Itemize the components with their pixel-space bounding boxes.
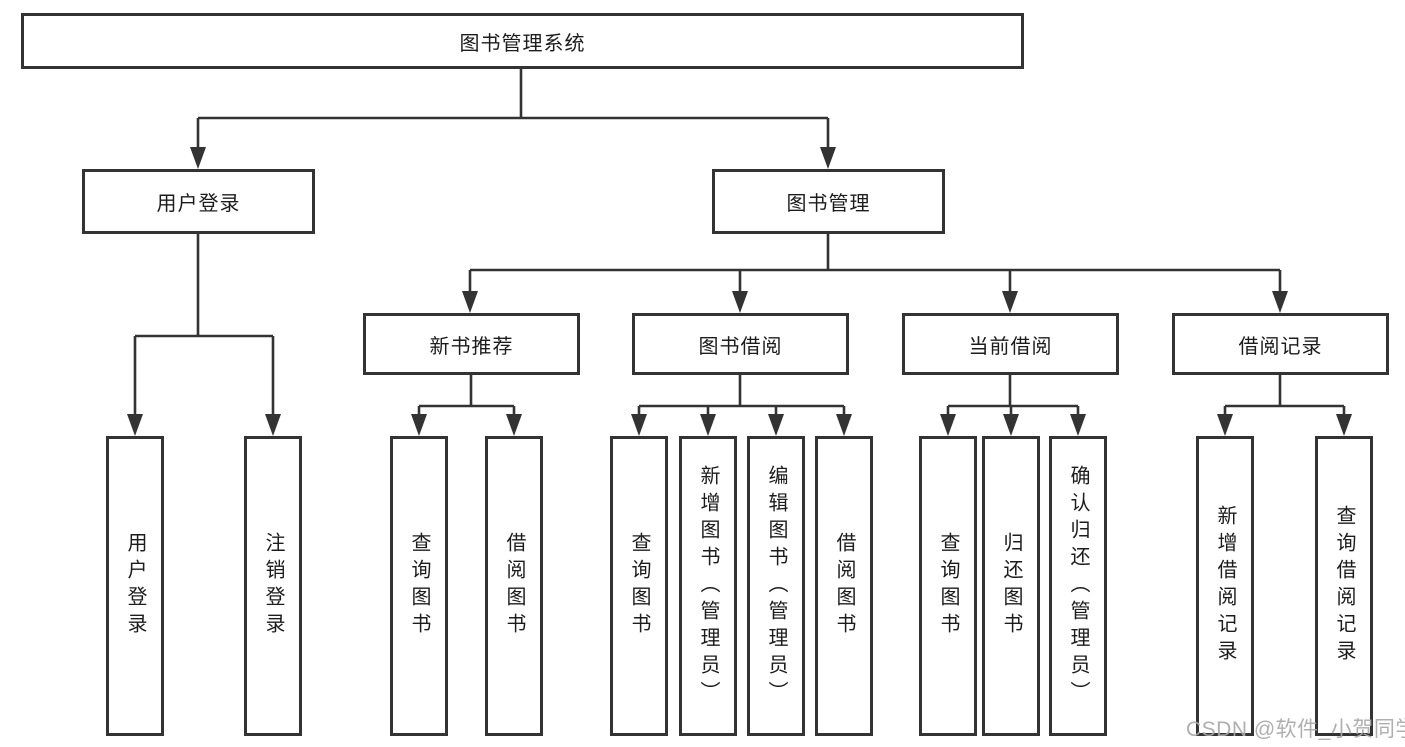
leaf-label: 确认归还（管理员）	[1067, 464, 1089, 708]
leaf-label: 查询图书	[937, 532, 959, 640]
arrowheads	[127, 147, 1352, 436]
leaf-label: 新增图书（管理员）	[697, 464, 719, 708]
node-book-management: 图书管理	[712, 169, 945, 234]
leaf-query-books-borrow: 查询图书	[610, 436, 668, 736]
node-library-management-system: 图书管理系统	[21, 13, 1024, 69]
node-book-borrowing: 图书借阅	[632, 313, 849, 375]
watermark-csdn: CSDN @软件_小贺同学	[1186, 718, 1405, 741]
leaf-add-borrow-record: 新增借阅记录	[1196, 436, 1254, 736]
leaf-borrow-books: 借阅图书	[815, 436, 873, 736]
leaf-label: 借阅图书	[833, 532, 855, 640]
leaf-label: 归还图书	[1000, 532, 1022, 640]
node-borrow-records: 借阅记录	[1172, 313, 1389, 375]
leaf-label: 借阅图书	[503, 532, 525, 640]
leaf-label: 查询借阅记录	[1333, 505, 1355, 667]
leaf-label: 新增借阅记录	[1214, 505, 1236, 667]
leaf-label: 编辑图书（管理员）	[765, 464, 787, 708]
leaf-logout: 注销登录	[244, 436, 302, 736]
node-user-login: 用户登录	[82, 169, 315, 234]
leaf-borrow-books-recommend: 借阅图书	[485, 436, 543, 736]
leaf-user-login: 用户登录	[106, 436, 164, 736]
node-new-book-recommend: 新书推荐	[363, 313, 580, 375]
leaf-confirm-return-admin: 确认归还（管理员）	[1049, 436, 1107, 736]
leaf-add-books-admin: 新增图书（管理员）	[679, 436, 737, 736]
leaf-return-books: 归还图书	[982, 436, 1040, 736]
node-current-borrowing: 当前借阅	[902, 313, 1119, 375]
leaf-label: 注销登录	[262, 532, 284, 640]
leaf-query-books-current: 查询图书	[919, 436, 977, 736]
leaf-label: 查询图书	[408, 532, 430, 640]
leaf-query-books-recommend: 查询图书	[390, 436, 448, 736]
leaf-label: 用户登录	[124, 532, 146, 640]
leaf-label: 查询图书	[628, 532, 650, 640]
leaf-query-borrow-record: 查询借阅记录	[1315, 436, 1373, 736]
tree-edges	[133, 68, 1346, 418]
leaf-edit-books-admin: 编辑图书（管理员）	[747, 436, 805, 736]
